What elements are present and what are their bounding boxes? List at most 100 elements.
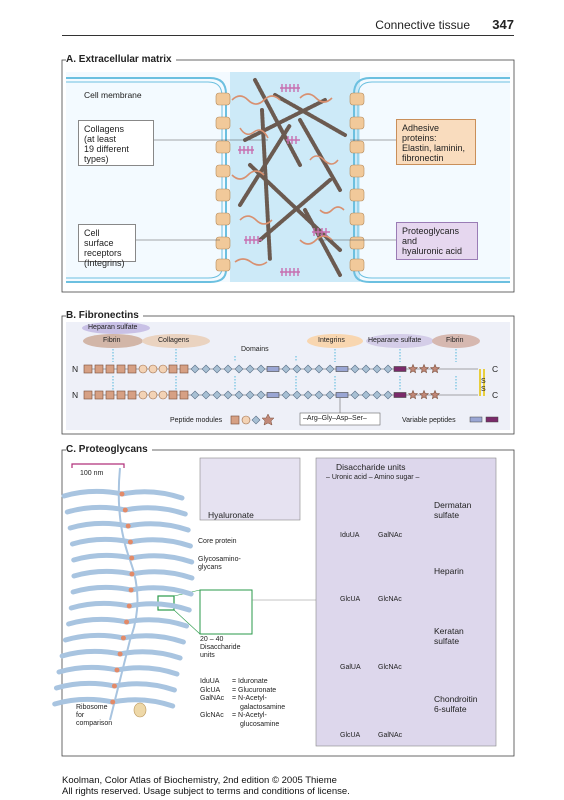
peptide-module [168, 364, 178, 374]
ribosome-label-1: Ribosome [76, 704, 108, 711]
gag-branch [71, 568, 195, 581]
unit-b: GlcNAc [378, 596, 402, 603]
peptide-module [418, 363, 430, 374]
peptide-module [190, 390, 200, 400]
peptide-module [138, 364, 148, 374]
unit-name: Heparin [434, 566, 464, 576]
peptide-module [335, 392, 349, 398]
abbrev-key: GlcUA [200, 686, 221, 694]
heparan-sulfate-top-label: Heparan sulfate [88, 324, 138, 331]
abbrev-value: glucosamine [240, 720, 280, 728]
unit-name: Keratan sulfate [434, 626, 464, 646]
peptide-module [292, 390, 302, 400]
peptide-module [116, 390, 126, 400]
ss-bond-label: S S [481, 378, 486, 393]
adhesive-line: Elastin, laminin, [402, 143, 466, 153]
core-protein-node [124, 619, 130, 625]
unit-a: GalUA [340, 664, 361, 671]
unit-name-line: Heparin [434, 566, 464, 576]
peptide-module [393, 366, 407, 372]
abbrev-value: = N-Acetyl- [232, 712, 267, 719]
peptide-module [83, 364, 93, 374]
proteoglycans-line: Proteoglycans [402, 226, 460, 236]
peptide-module [105, 364, 115, 374]
peptide-module [350, 390, 360, 400]
n-terminus-label: N [72, 364, 79, 374]
peptide-module [116, 364, 126, 374]
peptide-module [361, 390, 371, 400]
gag-branch [64, 504, 188, 517]
peptide-module [127, 364, 137, 374]
peptide-module [350, 364, 360, 374]
peptide-module [266, 366, 280, 372]
panel-b-title: B. Fibronectins [66, 310, 143, 321]
gag-branch [71, 552, 195, 565]
unit-name-line: Chondroitin [434, 694, 478, 704]
core-protein-node [126, 603, 132, 609]
proteoglycans-box: Proteoglycans and hyaluronic acid [396, 222, 478, 260]
unit-name-line: 6-sulfate [434, 704, 467, 714]
integrins-label: Integrins [318, 337, 345, 344]
peptide-module [201, 390, 211, 400]
peptide-module [429, 389, 441, 400]
c-terminus-label: C [492, 364, 499, 374]
section-title: Connective tissue [375, 18, 470, 32]
peptide-module [314, 364, 324, 374]
abbrev-key: IduUA [200, 678, 220, 685]
abbrev-row: glucosamine [200, 721, 285, 730]
unit-b: GalNAc [378, 532, 403, 539]
receptors-line: Cell surface [84, 228, 114, 248]
disacch-count-3: units [200, 652, 215, 659]
peptide-module [281, 364, 291, 374]
adhesive-line: fibronectin [402, 153, 444, 163]
abbrev-key: GlcNAc [200, 712, 224, 719]
unit-a: GlcUA [340, 732, 361, 739]
core-protein-node [127, 539, 133, 545]
domains-label: Domains [241, 346, 269, 353]
unit-b: GlcNAc [378, 664, 402, 671]
peptide-module [245, 364, 255, 374]
abbrev-value: = Glucuronate [232, 686, 277, 694]
disacch-subtitle: – Uronic acid – Amino sugar – [326, 474, 420, 481]
gag-branch [66, 616, 190, 629]
fibrin-left-label: Fibrin [103, 337, 121, 344]
peptide-module [256, 364, 266, 374]
unit-a: GlcUA [340, 596, 361, 603]
adhesive-line: Adhesive [402, 123, 440, 133]
peptide-module [234, 364, 244, 374]
receptors-line: receptors [84, 248, 122, 258]
gag-label-1: Glycosamino- [198, 556, 241, 563]
peptide-module [303, 390, 313, 400]
peptide-module [179, 390, 189, 400]
abbrev-value: = Iduronate [232, 678, 268, 685]
footer-line: Koolman, Color Atlas of Biochemistry, 2n… [62, 775, 337, 786]
panel-a-title: A. Extracellular matrix [66, 54, 176, 65]
cell-membrane-label: Cell membrane [84, 90, 142, 100]
gag-branch [68, 600, 192, 613]
peptide-module [292, 364, 302, 374]
disacch-count-1: 20 – 40 [200, 636, 224, 643]
unit-name: Dermatan sulfate [434, 500, 471, 520]
abbrev-value: = N-Acetyl- [232, 695, 267, 702]
collagens-line: Collagens [84, 124, 125, 134]
gag-label-2: glycans [198, 564, 222, 571]
peptide-module [266, 392, 280, 398]
peptide-module [190, 364, 200, 374]
unit-name: Chondroitin 6-sulfate [434, 694, 477, 714]
core-protein-node [111, 683, 117, 689]
peptide-module [83, 390, 93, 400]
unit-name-line: sulfate [434, 510, 460, 520]
panel-c-title: C. Proteoglycans [66, 444, 152, 455]
hyaluronate-label: Hyaluronate [208, 510, 254, 520]
peptide-module [372, 390, 382, 400]
gag-branch [56, 664, 180, 677]
peptide-module [407, 363, 419, 374]
peptide-module [201, 364, 211, 374]
rgds-label: –Arg–Gly–Asp–Ser– [303, 415, 367, 422]
peptide-module [303, 364, 313, 374]
gag-branch [61, 488, 185, 501]
abbrev-row: GlcUA = Glucuronate [200, 687, 285, 696]
